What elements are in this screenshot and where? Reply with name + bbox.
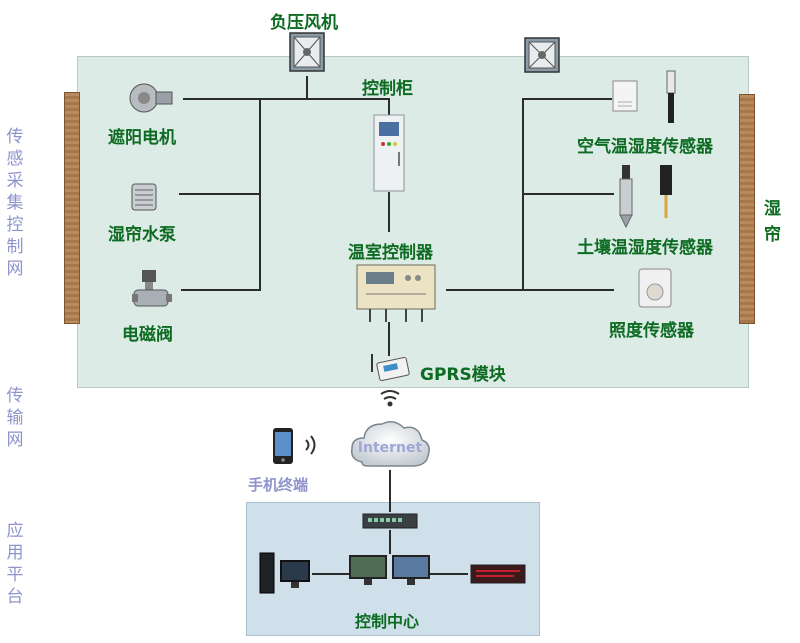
cabinet-label: 控制柜	[362, 79, 413, 99]
air-probe-icon	[666, 70, 676, 123]
fan-icon	[524, 37, 560, 73]
soil-probe-icon	[660, 165, 672, 218]
curtain-pump-label: 湿帘水泵	[108, 225, 176, 245]
cabinet-controller-line	[388, 192, 390, 232]
cabinet-top-line	[388, 98, 390, 118]
fan-drop-line	[306, 76, 308, 99]
controller-sensor-line	[446, 289, 614, 291]
wireless-signal-icon	[380, 390, 400, 407]
air-sensor-branch	[522, 98, 612, 100]
light-sensor-label: 照度传感器	[609, 321, 694, 341]
control-center-label: 控制中心	[355, 612, 420, 631]
greenhouse-controller-label: 温室控制器	[348, 243, 433, 263]
side-label-application-platform: 应用平台	[6, 521, 24, 607]
fan-label: 负压风机	[270, 13, 338, 33]
center-display-line	[430, 573, 468, 575]
mobile-phone-icon	[273, 428, 293, 464]
side-label-transmission-network: 传输网	[6, 386, 24, 450]
controller-gprs-line	[388, 322, 390, 356]
gprs-module-icon	[371, 354, 410, 382]
soil-sensor-icon	[619, 165, 633, 229]
control-cabinet-icon	[373, 114, 405, 192]
switch-center-line	[389, 530, 391, 554]
internet-label: Internet	[357, 440, 423, 456]
dual-monitor-icon	[349, 555, 430, 585]
air-sensor-icon	[612, 80, 638, 112]
soil-sensor-branch	[522, 193, 614, 195]
desktop-pc-icon	[259, 552, 310, 594]
valve-branch-line	[181, 289, 261, 291]
pump-branch-line	[179, 193, 261, 195]
solenoid-valve-icon	[132, 270, 172, 307]
mobile-signal-icon	[305, 435, 316, 455]
light-sensor-icon	[638, 268, 672, 308]
mobile-label: 手机终端	[248, 476, 309, 494]
side-label-sensing-network: 传感采集控制网	[6, 127, 24, 279]
water-pump-icon	[131, 183, 157, 211]
right-wet-curtain	[739, 94, 755, 324]
gprs-label: GPRS模块	[420, 365, 506, 385]
led-display-icon	[470, 564, 526, 584]
greenhouse-controller-icon	[356, 264, 436, 322]
internet-switch-line	[389, 470, 391, 512]
soil-sensor-label: 土壤温湿度传感器	[577, 238, 713, 258]
internet-cloud-icon	[350, 421, 430, 467]
solenoid-valve-label: 电磁阀	[122, 325, 173, 345]
left-wet-curtain	[64, 92, 80, 324]
top-bus-line	[183, 98, 388, 100]
pc-center-line	[312, 573, 350, 575]
shade-motor-label: 遮阳电机	[108, 128, 176, 148]
fan-icon	[289, 32, 325, 72]
network-switch-icon	[362, 513, 418, 529]
shade-motor-icon	[129, 83, 173, 113]
air-sensor-label: 空气温湿度传感器	[577, 137, 713, 157]
wet-curtain-label: 湿帘	[764, 199, 781, 245]
